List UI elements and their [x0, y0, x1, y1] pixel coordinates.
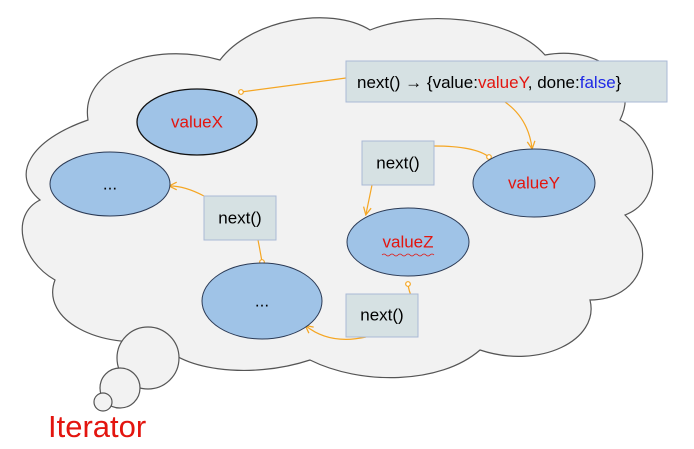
node-ellipsis-bottom: ...: [201, 262, 323, 340]
arrow-valueY-to-next-center: [433, 145, 490, 158]
node-valueX-label: valueX: [171, 113, 223, 132]
node-ellipsis-left-label: ...: [103, 175, 117, 194]
next-box-left: next(): [203, 195, 277, 241]
diagram-title: Iterator: [48, 409, 146, 444]
arrow-origin-valueX: [238, 89, 244, 95]
next-result-box: next() → {value:valueY, done:false}: [345, 60, 668, 103]
next-box-center: next(): [361, 140, 435, 186]
node-valueY-label: valueY: [508, 174, 560, 193]
next-box-center-label: next(): [376, 154, 419, 173]
arrow-next-bottom-to-ellipsis: [306, 326, 367, 340]
spellcheck-underline: [381, 253, 435, 257]
node-valueY: valueY: [472, 148, 596, 218]
next-box-bottom-label: next(): [360, 306, 403, 325]
node-valueZ: valueZ: [346, 207, 470, 277]
arrow-valueX-to-box: [240, 77, 347, 93]
node-ellipsis-bottom-label: ...: [255, 292, 269, 311]
node-valueX: valueX: [136, 88, 258, 156]
cloud-bubble-small: [93, 392, 113, 412]
arrows: [170, 77, 532, 340]
node-valueZ-label: valueZ: [382, 233, 433, 252]
node-ellipsis-left: ...: [49, 151, 171, 217]
arrow-box-to-valueY: [504, 101, 532, 148]
next-box-bottom: next(): [345, 293, 419, 338]
arrow-next-center-to-valueZ: [366, 184, 373, 214]
arrow-next-left-to-ellipsis: [170, 186, 205, 197]
next-result-text: next() → {value:valueY, done:false}: [357, 73, 622, 92]
arrow-origin-valueZ: [405, 281, 411, 287]
arrow-origin-valueY: [486, 154, 492, 160]
next-box-left-label: next(): [218, 209, 261, 228]
